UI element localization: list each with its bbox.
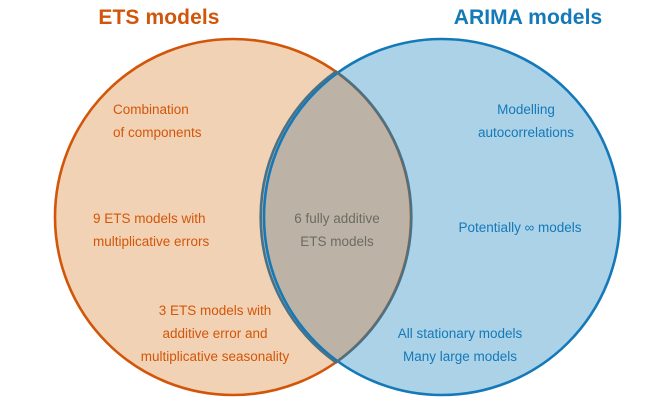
arima-label-autocorr-line1: Modelling xyxy=(497,102,555,117)
ets-label-group-multiplicative-errors: 9 ETS models with multiplicative errors xyxy=(93,211,210,249)
arima-label-stationary-line1: All stationary models xyxy=(398,326,523,341)
arima-label-potentially-infinite: Potentially ∞ models xyxy=(459,220,582,235)
intersection-lens-outline xyxy=(259,70,413,364)
ets-label-additive-error-line3: multiplicative seasonality xyxy=(141,349,290,364)
circle-outlines xyxy=(53,37,622,397)
ets-label-additive-error-line2: additive error and xyxy=(162,326,267,341)
ets-label-mult-errors-line1: 9 ETS models with xyxy=(93,211,206,226)
ets-label-additive-error-line1: 3 ETS models with xyxy=(159,303,272,318)
intersection-label-line1: 6 fully additive xyxy=(294,211,380,226)
arima-circle-outline xyxy=(262,37,622,397)
intersection-lens-fill xyxy=(260,71,412,363)
arima-label-group-autocorrelations: Modelling autocorrelations xyxy=(478,102,574,140)
page-title-arima: ARIMA models xyxy=(454,6,603,29)
intersection-label-group: 6 fully additive ETS models xyxy=(294,211,380,249)
arima-label-stationary-line2: Many large models xyxy=(403,349,517,364)
circle-fills xyxy=(55,39,620,395)
ets-label-combination-line2: of components xyxy=(113,125,202,140)
ets-label-group-additive-error: 3 ETS models with additive error and mul… xyxy=(141,303,290,364)
page-title-ets: ETS models xyxy=(98,6,219,29)
ets-label-mult-errors-line2: multiplicative errors xyxy=(93,234,210,249)
ets-label-group-combination: Combination of components xyxy=(113,102,202,140)
arima-label-group-potentially-infinite: Potentially ∞ models xyxy=(459,220,582,235)
ets-label-combination-line1: Combination xyxy=(113,102,189,117)
intersection-label-line2: ETS models xyxy=(300,234,374,249)
arima-label-autocorr-line2: autocorrelations xyxy=(478,125,574,140)
arima-label-group-stationary: All stationary models Many large models xyxy=(398,326,523,364)
